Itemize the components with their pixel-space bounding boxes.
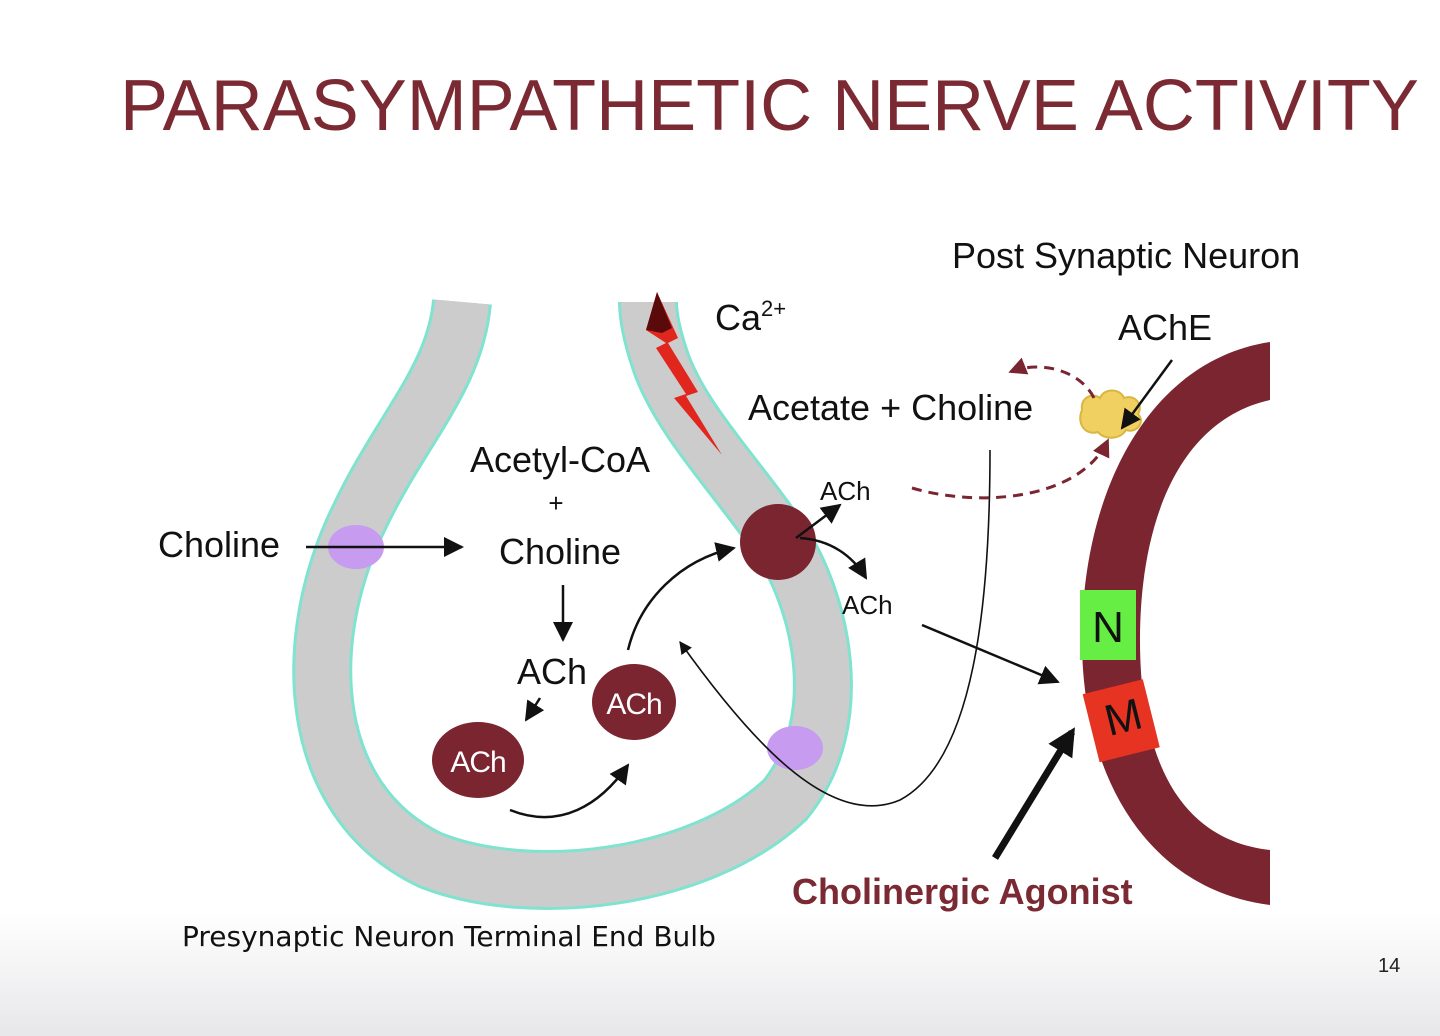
muscarinic-receptor [1082,679,1160,763]
presynaptic-caption: Presynaptic Neuron Terminal End Bulb [182,920,716,953]
bulb-membrane [295,298,850,907]
arrow-ache-pointer [1120,359,1174,430]
post-synaptic-neuron-label: Post Synaptic Neuron [952,235,1300,276]
arrows [306,359,1174,860]
ach-released-bottom-label: ACh [842,590,893,620]
hydrolysis-arrows [911,357,1110,500]
arrow-vesicle-to-dock [626,542,736,651]
action-potential-lightning-icon [646,292,722,455]
lightning-shadow [646,292,672,333]
dashed-arrow-ach-to-ache [911,438,1110,500]
arrow-release-up [795,503,842,539]
nicotinic-receptor [1080,590,1136,660]
ach-vesicle-right-label: ACh [606,688,661,721]
arrow-release-down [799,536,868,580]
post-synaptic-membrane [1082,342,1270,905]
docked-vesicle [740,504,816,580]
arrow-ach-to-receptor [921,623,1060,685]
receptor-n-label: N [1092,603,1124,652]
plus-label: + [548,488,563,518]
slide-title: PARASYMPATHETIC NERVE ACTIVITY [120,66,1419,146]
calcium-label: Ca2+ [715,296,786,338]
arrow-cholinergic-agonist [992,727,1075,860]
arrow-vesicle-transfer [509,763,630,819]
reuptake-transporter [767,726,823,770]
presynaptic-bulb [292,298,853,910]
arrow-to-left-vesicle [524,697,545,722]
acetate-choline-label: Acetate + Choline [748,387,1033,428]
arrow-choline-reuptake [679,449,991,807]
ach-released-top-label: ACh [820,476,871,506]
dashed-arrow-ache-to-products [1008,357,1096,399]
cholinergic-agonist-label: Cholinergic Agonist [792,871,1133,912]
ach-vesicle-left [432,722,524,798]
ach-free-label: ACh [517,651,587,692]
choline-outer-label: Choline [158,524,280,565]
page-number: 14 [1378,955,1400,977]
acetyl-coa-label: Acetyl-CoA [470,439,650,480]
ache-label: AChE [1118,307,1212,348]
ach-vesicle-right [592,664,676,740]
ach-vesicle-left-label: ACh [450,746,505,779]
choline-inner-label: Choline [499,531,621,572]
